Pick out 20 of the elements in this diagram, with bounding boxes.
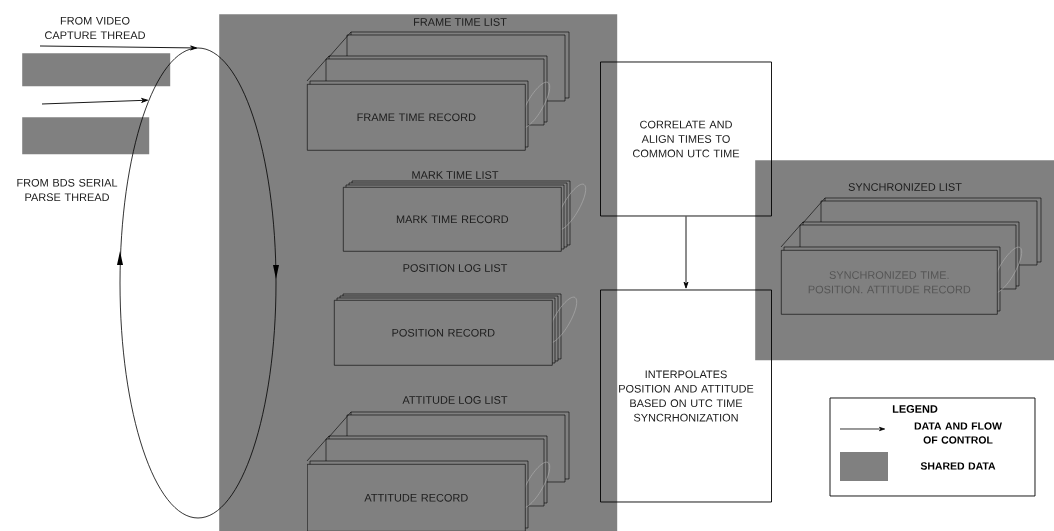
- record-box: ATTITUDE RECORD: [307, 464, 526, 531]
- process-box: INTERPOLATES POSITION AND ATTITUDE BASED ON UTC TIME SYNCRHONIZATION: [600, 289, 772, 503]
- loop-arrow: [117, 47, 279, 519]
- list-heading: SYNCHRONIZED LIST: [848, 183, 962, 191]
- record-box: MARK TIME RECORD: [343, 187, 562, 252]
- list-heading: FRAME TIME LIST: [414, 18, 507, 26]
- arrow: [39, 45, 198, 51]
- process-box: CORRELATE AND ALIGN TIMES TO COMMON UTC TIME: [600, 61, 772, 217]
- arrow: [41, 97, 149, 105]
- list-heading: ATTITUDE LOG LIST: [402, 396, 508, 404]
- legend-text: SHARED DATA: [920, 462, 996, 470]
- list-heading: MARK TIME LIST: [412, 171, 499, 179]
- thread-label: FROM VIDEO CAPTURE THREAD: [45, 16, 145, 40]
- list-heading: POSITION LOG LIST: [403, 264, 508, 272]
- arrow: [683, 216, 689, 289]
- legend-text: DATA AND FLOW OF CONTROL: [914, 422, 1002, 444]
- legend-title: LEGEND: [892, 405, 938, 413]
- thread-label: FROM BDS SERIAL PARSE THREAD: [17, 178, 118, 202]
- record-box: POSITION RECORD: [334, 300, 553, 366]
- record-box: FRAME TIME RECORD: [307, 84, 526, 151]
